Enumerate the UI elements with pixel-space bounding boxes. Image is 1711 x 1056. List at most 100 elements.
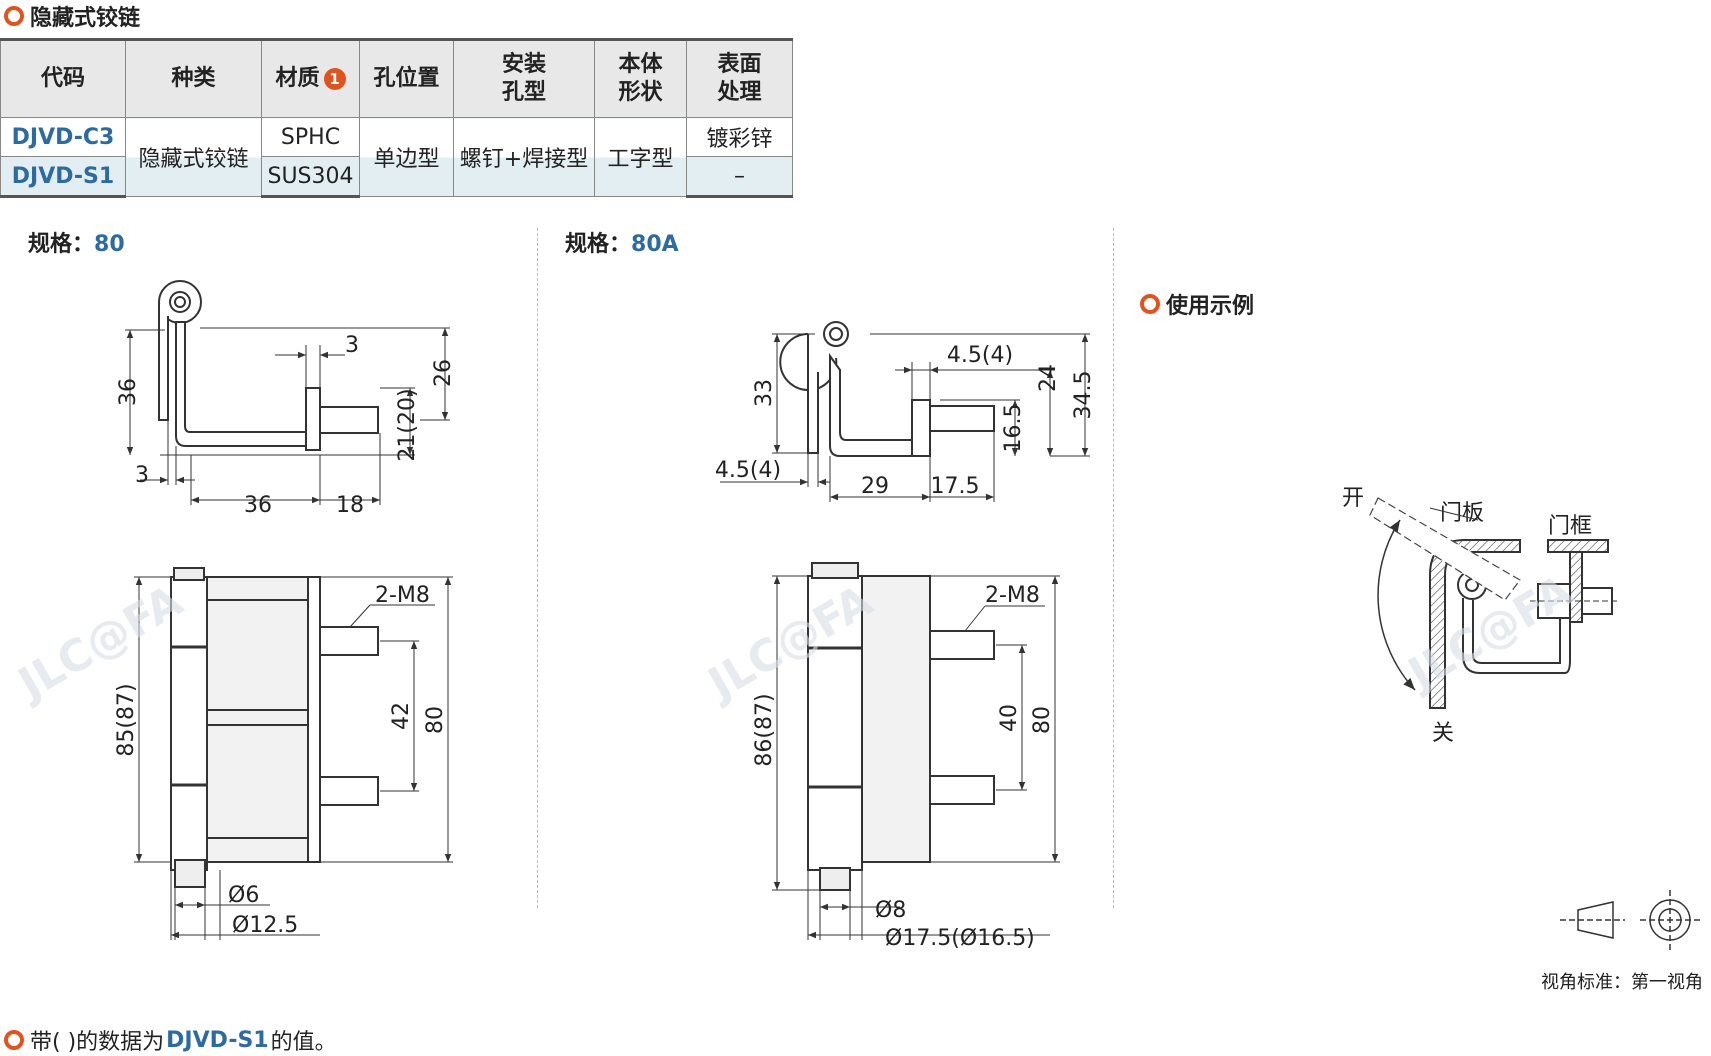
dim-text: 29 xyxy=(861,474,889,499)
dim-text: 3 xyxy=(135,463,149,488)
stud xyxy=(929,405,995,432)
dim-text: Ø8 xyxy=(875,898,906,923)
spec80a-side-dims xyxy=(720,333,1090,502)
usage-example-drawing xyxy=(1369,497,1620,709)
rotation-arc xyxy=(1377,519,1416,691)
spec-80-label-text: 规格： xyxy=(28,232,95,257)
door-frame-label: 门框 xyxy=(1548,514,1592,539)
spec80-front-view xyxy=(170,567,379,888)
pin-bottom xyxy=(174,859,206,888)
material-note-badge: 1 xyxy=(323,68,346,90)
header-body-shape: 本体 形状 xyxy=(594,39,687,118)
flange-left xyxy=(158,302,169,421)
stud-bottom xyxy=(319,776,379,806)
spec80a-side-view xyxy=(779,321,995,457)
dim-text: 3 xyxy=(345,333,359,358)
cell-body-shape: 工字型 xyxy=(594,117,687,197)
spec-80a-label: 规格：80A xyxy=(565,226,679,258)
door-frame-top xyxy=(1547,539,1609,553)
dim-text: 17.5 xyxy=(931,474,980,499)
header-mount-hole: 安装 孔型 xyxy=(453,39,595,118)
leaf-plate xyxy=(206,576,309,863)
projection-label: 视角标准：第一视角 xyxy=(1541,972,1703,993)
spec80-side-view xyxy=(158,280,379,451)
section-title: 隐藏式铰链 xyxy=(4,0,140,32)
cell-hole-position: 单边型 xyxy=(359,117,454,197)
dim-text: Ø17.5(Ø16.5) xyxy=(885,926,1035,951)
header-material-text: 材质 xyxy=(275,66,320,91)
dim-text: 16.5 xyxy=(1001,404,1026,453)
dim-text: 40 xyxy=(997,704,1022,732)
row-surface: 镀彩锌 xyxy=(686,117,793,157)
dim-text: 86(87) xyxy=(752,693,777,766)
header-code: 代码 xyxy=(0,39,126,118)
circle-bullet-icon xyxy=(4,1030,24,1050)
row-material: SPHC xyxy=(261,117,360,157)
dim-text: 2-M8 xyxy=(375,583,430,608)
cell-type: 隐藏式铰链 xyxy=(125,117,262,197)
spec80a-front-view xyxy=(807,562,995,891)
knuckle-body xyxy=(170,576,208,871)
table-row: DJVD-C3 隐藏式铰链 SPHC 单边型 螺钉+焊接型 工字型 镀彩锌 xyxy=(0,117,793,197)
spec80a-front-labels: 86(87) 80 40 2-M8 Ø8 Ø17.5(Ø16.5) xyxy=(752,583,1055,951)
close-label: 关 xyxy=(1432,721,1454,746)
dim-text: Ø6 xyxy=(228,883,259,908)
spec80a-front-dims xyxy=(772,575,1060,940)
spec80a-side-labels: 33 34.5 24 16.5 4.5(4) 29 17.5 4.5(4) xyxy=(715,343,1096,499)
dim-text: Ø12.5 xyxy=(232,913,298,938)
watermark-text: JLC@FA xyxy=(7,575,191,711)
stud-bottom xyxy=(929,775,995,805)
dim-text: 21(20) xyxy=(395,388,420,461)
separator-1 xyxy=(537,228,538,908)
frustum-side-icon xyxy=(1577,901,1614,939)
dim-text: 26 xyxy=(431,359,456,387)
example-title-text: 使用示例 xyxy=(1166,294,1255,319)
footnote-prefix: 带( )的数据为 xyxy=(30,1030,165,1055)
row-code: DJVD-C3 xyxy=(0,117,126,157)
leaf-plate xyxy=(861,575,931,863)
footnote-suffix: 的值。 xyxy=(270,1030,337,1055)
pin-top xyxy=(811,562,859,579)
pin-plate xyxy=(305,387,321,451)
dim-text: 80 xyxy=(423,706,448,734)
dim-text: 80 xyxy=(1030,706,1055,734)
spec-80a-value: 80A xyxy=(631,232,679,257)
spec80-side-dims xyxy=(125,327,450,505)
dim-text: 36 xyxy=(116,378,141,406)
stud-top xyxy=(929,630,995,660)
open-label: 开 xyxy=(1342,486,1364,511)
title-text: 隐藏式铰链 xyxy=(30,6,141,31)
dim-text: 18 xyxy=(336,493,364,518)
header-surface: 表面 处理 xyxy=(686,39,793,118)
spec80-front-dims xyxy=(134,576,453,940)
row-material: SUS304 xyxy=(261,156,360,198)
circle-bullet-icon xyxy=(1140,294,1160,314)
spec80-side-labels: 36 26 21(20) 3 36 18 3 xyxy=(116,333,456,518)
row-code: DJVD-S1 xyxy=(0,156,126,198)
footnote-code: DJVD-S1 xyxy=(166,1027,269,1053)
spec-80-label: 规格：80 xyxy=(28,226,125,258)
example-title: 使用示例 xyxy=(1140,288,1254,320)
dim-text: 42 xyxy=(389,702,414,730)
dim-text: 24 xyxy=(1036,364,1061,392)
spec80-front-labels: 85(87) 80 42 2-M8 Ø6 Ø12.5 xyxy=(114,583,448,938)
door-panel-label: 门板 xyxy=(1440,501,1484,526)
stud-top xyxy=(319,626,379,656)
pin-plate xyxy=(307,576,321,863)
dim-text: 2-M8 xyxy=(985,583,1040,608)
dim-text: 4.5(4) xyxy=(715,458,781,483)
stud xyxy=(319,406,379,434)
dim-text: 85(87) xyxy=(114,683,139,756)
dim-text: 33 xyxy=(752,379,777,407)
header-type: 种类 xyxy=(125,39,262,118)
dim-text: 34.5 xyxy=(1071,371,1096,420)
pin-top xyxy=(173,567,205,581)
header-hole-position: 孔位置 xyxy=(359,39,454,118)
dim-text: 36 xyxy=(244,493,272,518)
usage-example-labels: 开 关 门板 门框 xyxy=(1342,486,1592,746)
row-surface: – xyxy=(686,156,793,198)
spec-80-value: 80 xyxy=(94,232,125,257)
bracket xyxy=(175,321,321,447)
